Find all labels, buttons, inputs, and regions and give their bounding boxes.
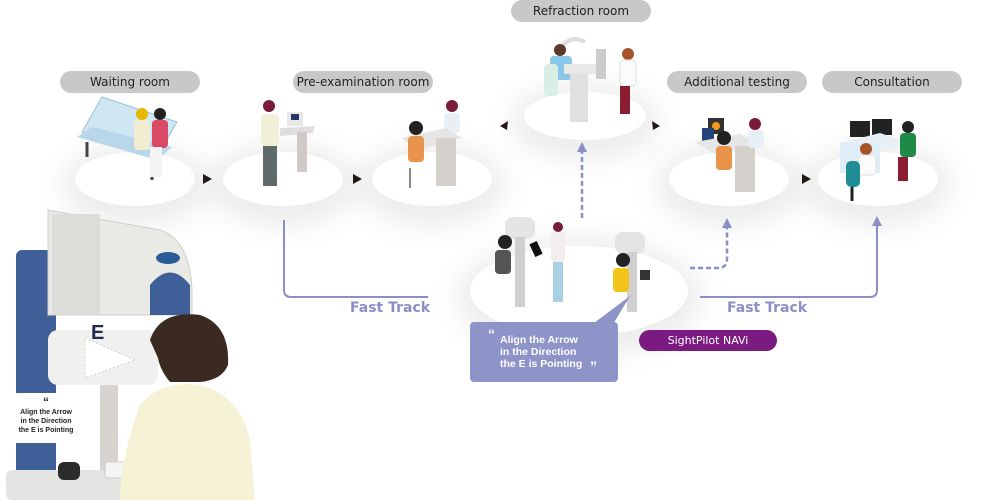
flow-arrow-icon	[353, 174, 362, 184]
fast-track-label-right: Fast Track	[727, 300, 808, 316]
bubble-pointer	[590, 296, 630, 326]
fast-track-arrowhead-icon	[872, 216, 882, 226]
sightpilot-device-photo	[6, 209, 255, 500]
stage-waiting	[75, 152, 195, 206]
fast-track-line-left	[283, 220, 428, 298]
instruction-line-2: in the Direction	[500, 346, 577, 358]
flow-arrow-icon	[203, 174, 212, 184]
device-name-badge: SightPilot NAVi	[639, 330, 777, 351]
quote-open-icon: “	[43, 395, 49, 409]
room-label-additional: Additional testing	[667, 71, 807, 93]
instruction-bubble: “ Align the Arrow in the Direction the E…	[470, 322, 618, 382]
instruction-line-1: Align the Arrow	[500, 334, 578, 346]
refraction-arrowhead-icon	[577, 142, 587, 152]
device-instruction-bubble: “ Align the Arrow in the Direction the E…	[12, 393, 80, 443]
room-label-consultation: Consultation	[822, 71, 962, 93]
additional-dashed-line	[690, 228, 729, 270]
sightpilot-illustration	[495, 217, 650, 312]
flow-arrow-up-left-icon	[500, 121, 508, 130]
additional-testing-illustration	[695, 118, 764, 192]
refraction-illustration	[544, 37, 637, 122]
quote-close-icon: ”	[590, 358, 597, 374]
fast-track-line-right	[700, 224, 878, 298]
quote-open-icon: “	[488, 326, 495, 342]
additional-arrowhead-icon	[722, 218, 732, 228]
room-label-pre-exam: Pre-examination room	[293, 71, 433, 93]
pre-exam-2-illustration	[402, 100, 462, 188]
waiting-bench-illustration	[77, 96, 178, 180]
room-label-refraction: Refraction room	[511, 0, 651, 22]
device-instruction-line-3: the E is Pointing	[18, 427, 74, 434]
device-instruction-line-1: Align the Arrow	[20, 409, 72, 416]
flow-arrow-icon	[802, 174, 811, 184]
fast-track-label-left: Fast Track	[350, 300, 431, 316]
stage-pre-exam-2	[372, 152, 492, 206]
device-e-letter: E	[91, 322, 105, 344]
device-instruction-line-2: in the Direction	[20, 418, 72, 425]
instruction-line-3: the E is Pointing	[500, 358, 583, 370]
stage-pre-exam-1	[223, 152, 343, 206]
consultation-illustration	[840, 119, 916, 201]
flow-arrow-up-right-icon	[652, 121, 660, 130]
pre-exam-1-illustration	[261, 100, 315, 186]
room-label-waiting: Waiting room	[60, 71, 200, 93]
